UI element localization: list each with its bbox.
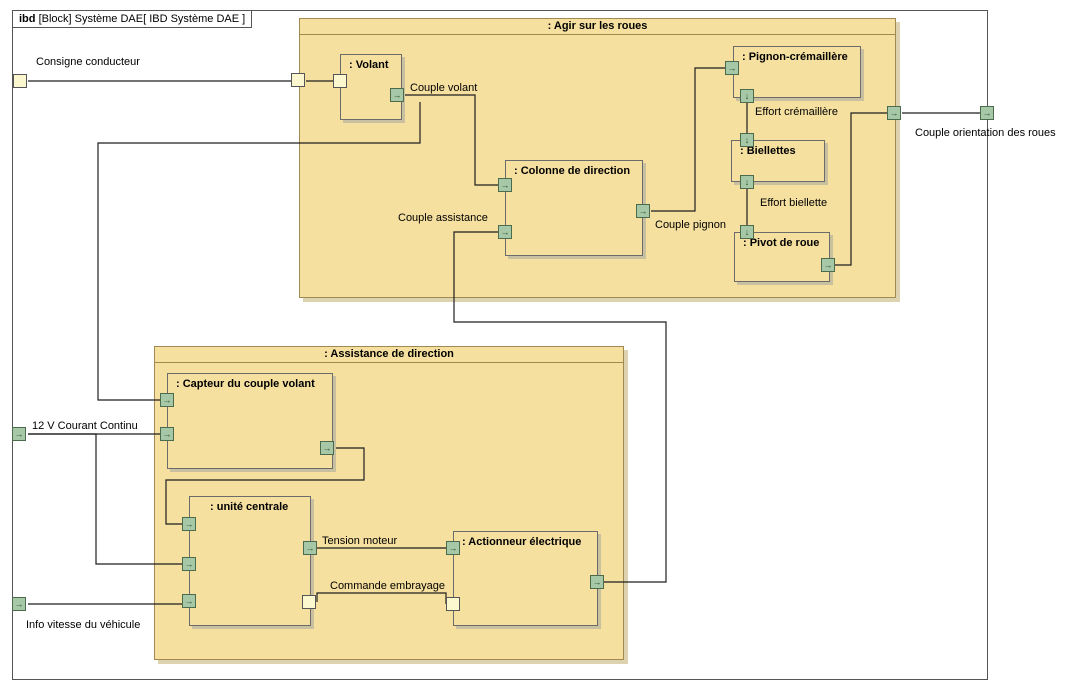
arrow-right-icon: →: [162, 394, 172, 405]
diagram-kind: ibd: [19, 13, 36, 25]
arrow-right-icon: →: [982, 107, 992, 118]
arrow-right-icon: →: [184, 595, 194, 606]
arrow-right-icon: →: [305, 542, 315, 553]
part-colonne-direction[interactable]: : Colonne de direction: [505, 160, 643, 256]
arrow-right-icon: →: [889, 107, 899, 118]
port-colonne-out[interactable]: →: [636, 204, 650, 218]
port-colonne-in[interactable]: →: [498, 178, 512, 192]
part-biellettes[interactable]: : Biellettes: [731, 140, 825, 182]
part-biellettes-title: : Biellettes: [740, 145, 796, 157]
part-volant-title: : Volant: [349, 59, 389, 71]
arrow-right-icon: →: [448, 542, 458, 553]
port-unite-vitesse-in[interactable]: →: [182, 594, 196, 608]
port-unite-power-in[interactable]: →: [182, 557, 196, 571]
label-couple-assistance: Couple assistance: [398, 212, 488, 224]
port-unite-tension-out[interactable]: →: [303, 541, 317, 555]
port-couple-orientation[interactable]: →: [980, 106, 994, 120]
port-unite-capteur-in[interactable]: →: [182, 517, 196, 531]
port-agir-out[interactable]: →: [887, 106, 901, 120]
label-12v-courant: 12 V Courant Continu: [32, 420, 138, 432]
label-info-vitesse: Info vitesse du véhicule: [26, 619, 141, 631]
label-couple-volant: Couple volant: [410, 82, 478, 94]
part-pignon-title: : Pignon-crémaillère: [742, 51, 848, 63]
block-agir-title: : Agir sur les roues: [300, 19, 895, 35]
part-unite-title: : unité centrale: [210, 501, 289, 513]
arrow-right-icon: →: [162, 428, 172, 439]
port-actionneur-out[interactable]: →: [590, 575, 604, 589]
label-commande-embrayage: Commande embrayage: [330, 580, 445, 592]
label-consigne-conducteur: Consigne conducteur: [36, 56, 140, 68]
port-info-vitesse[interactable]: →: [12, 597, 26, 611]
arrow-right-icon: →: [392, 89, 402, 100]
port-capteur-couple-in[interactable]: →: [160, 393, 174, 407]
port-colonne-assistance[interactable]: →: [498, 225, 512, 239]
label-effort-cremaillere: Effort crémaillère: [755, 106, 838, 118]
arrow-down-icon: ↓: [744, 90, 750, 101]
arrow-right-icon: →: [184, 518, 194, 529]
arrow-right-icon: →: [500, 179, 510, 190]
part-unite-centrale[interactable]: : unité centrale: [189, 496, 311, 626]
arrow-right-icon: →: [823, 259, 833, 270]
port-capteur-out[interactable]: →: [320, 441, 334, 455]
label-tension-moteur: Tension moteur: [322, 535, 398, 547]
port-volant-in[interactable]: [333, 74, 347, 88]
port-agir-consigne[interactable]: [291, 73, 305, 87]
port-biellettes-in[interactable]: ↓: [740, 133, 754, 147]
port-pivot-out[interactable]: →: [821, 258, 835, 272]
port-consigne-conducteur[interactable]: [13, 74, 27, 88]
part-actionneur-title: : Actionneur électrique: [462, 536, 582, 548]
arrow-right-icon: →: [14, 428, 24, 439]
label-effort-biellette: Effort biellette: [760, 197, 828, 209]
port-biellettes-out[interactable]: ↓: [740, 175, 754, 189]
diagram-title: [Block] Système DAE[ IBD Système DAE ]: [38, 13, 246, 25]
arrow-right-icon: →: [727, 62, 737, 73]
arrow-down-icon: ↓: [744, 226, 750, 237]
port-actionneur-tension-in[interactable]: →: [446, 541, 460, 555]
part-volant[interactable]: : Volant: [340, 54, 402, 120]
diagram-frame-header: ibd [Block] Système DAE[ IBD Système DAE…: [13, 11, 253, 28]
arrow-right-icon: →: [638, 205, 648, 216]
part-capteur-couple[interactable]: : Capteur du couple volant: [167, 373, 333, 469]
arrow-right-icon: →: [500, 226, 510, 237]
part-colonne-title: : Colonne de direction: [514, 165, 631, 177]
port-capteur-power-in[interactable]: →: [160, 427, 174, 441]
port-12v-courant[interactable]: →: [12, 427, 26, 441]
port-unite-embrayage-out[interactable]: [302, 595, 316, 609]
arrow-right-icon: →: [322, 442, 332, 453]
arrow-down-icon: ↓: [744, 176, 750, 187]
block-assistance-title: : Assistance de direction: [155, 347, 623, 363]
port-pignon-in[interactable]: →: [725, 61, 739, 75]
port-pignon-out[interactable]: ↓: [740, 89, 754, 103]
arrow-down-icon: ↓: [744, 134, 750, 145]
port-actionneur-embrayage-in[interactable]: [446, 597, 460, 611]
part-capteur-title: : Capteur du couple volant: [176, 378, 315, 390]
port-volant-out[interactable]: →: [390, 88, 404, 102]
port-pivot-in[interactable]: ↓: [740, 225, 754, 239]
arrow-right-icon: →: [592, 576, 602, 587]
part-pivot-title: : Pivot de roue: [743, 237, 820, 249]
label-couple-orientation: Couple orientation des roues: [915, 127, 1056, 139]
arrow-right-icon: →: [184, 558, 194, 569]
part-pivot-de-roue[interactable]: : Pivot de roue: [734, 232, 830, 282]
label-couple-pignon: Couple pignon: [655, 219, 726, 231]
arrow-right-icon: →: [14, 598, 24, 609]
